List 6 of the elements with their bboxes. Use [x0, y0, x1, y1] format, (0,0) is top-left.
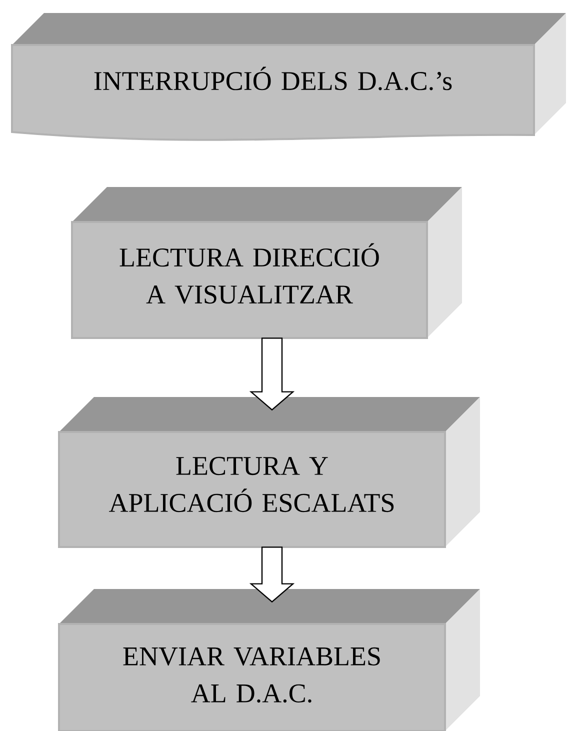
- process-box: LECTURA DIRECCIÓ A VISUALITZAR: [71, 187, 462, 339]
- block-arrow: [249, 338, 295, 411]
- process-box: LECTURA Y APLICACIÓ ESCALATS: [58, 397, 480, 548]
- process-box: ENVIAR VARIABLES AL D.A.C.: [58, 589, 480, 731]
- block-arrow: [249, 546, 295, 603]
- process-box: INTERRUPCIÓ DELS D.A.C.’s: [11, 13, 566, 141]
